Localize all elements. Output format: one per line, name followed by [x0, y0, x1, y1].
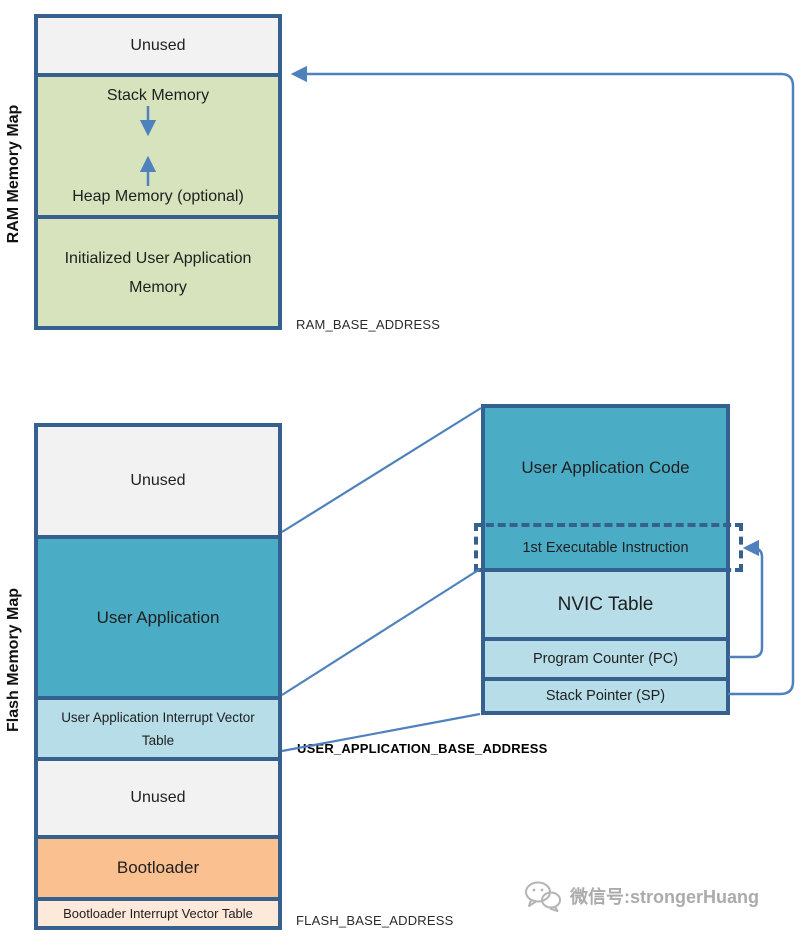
detail-section-first-executable-instruction: 1st Executable Instruction	[474, 523, 743, 572]
flash-section-unused-mid: Unused	[38, 757, 278, 835]
first-executable-instruction-label: 1st Executable Instruction	[522, 539, 689, 556]
flash-section-bootloader: Bootloader	[38, 835, 278, 897]
flash-base-address-label: FLASH_BASE_ADDRESS	[296, 913, 454, 928]
flash-section-user-application: User Application	[38, 535, 278, 696]
ram-memory-box: Unused Stack Memory Heap Memory (optiona…	[34, 14, 282, 330]
user-application-base-address-label: USER_APPLICATION_BASE_ADDRESS	[297, 741, 548, 756]
wechat-icon	[525, 881, 561, 912]
user-app-top-expansion-line	[281, 407, 482, 533]
user-app-bottom-expansion-line	[281, 568, 481, 696]
detail-section-user-application-code: User Application Code	[485, 408, 726, 527]
flash-memory-box: Unused User Application User Application…	[34, 423, 282, 930]
ram-base-address-label: RAM_BASE_ADDRESS	[296, 317, 441, 332]
heap-memory-label: Heap Memory (optional)	[72, 188, 244, 205]
user-app-ivt-label: User Application Interrupt Vector Table	[61, 709, 255, 748]
ram-section-unused: Unused	[38, 18, 278, 73]
stack-memory-label: Stack Memory	[106, 87, 210, 104]
initialized-user-app-memory-label: Initialized User Application Memory	[64, 249, 252, 296]
flash-memory-map-label: Flash Memory Map	[5, 587, 22, 733]
detail-section-program-counter: Program Counter (PC)	[485, 637, 726, 677]
pc-to-first-instruction-arrow	[729, 539, 764, 659]
watermark: 微信号:strongerHuang	[524, 880, 759, 912]
flash-section-unused-top: Unused	[38, 427, 278, 535]
ram-section-initialized-user-app-memory: Initialized User Application Memory	[38, 215, 278, 326]
flash-section-bootloader-interrupt-vector-table: Bootloader Interrupt Vector Table	[38, 897, 278, 926]
ram-section-stack-heap: Stack Memory Heap Memory (optional)	[38, 73, 278, 215]
detail-section-nvic-table: NVIC Table	[485, 568, 726, 637]
detail-section-stack-pointer: Stack Pointer (SP)	[485, 677, 726, 711]
watermark-text: 微信号:strongerHuang	[570, 887, 759, 907]
user-app-detail-box: User Application Code 1st Executable Ins…	[474, 404, 743, 715]
flash-section-user-app-interrupt-vector-table: User Application Interrupt Vector Table	[38, 696, 278, 757]
ram-memory-map-label: RAM Memory Map	[5, 104, 22, 244]
